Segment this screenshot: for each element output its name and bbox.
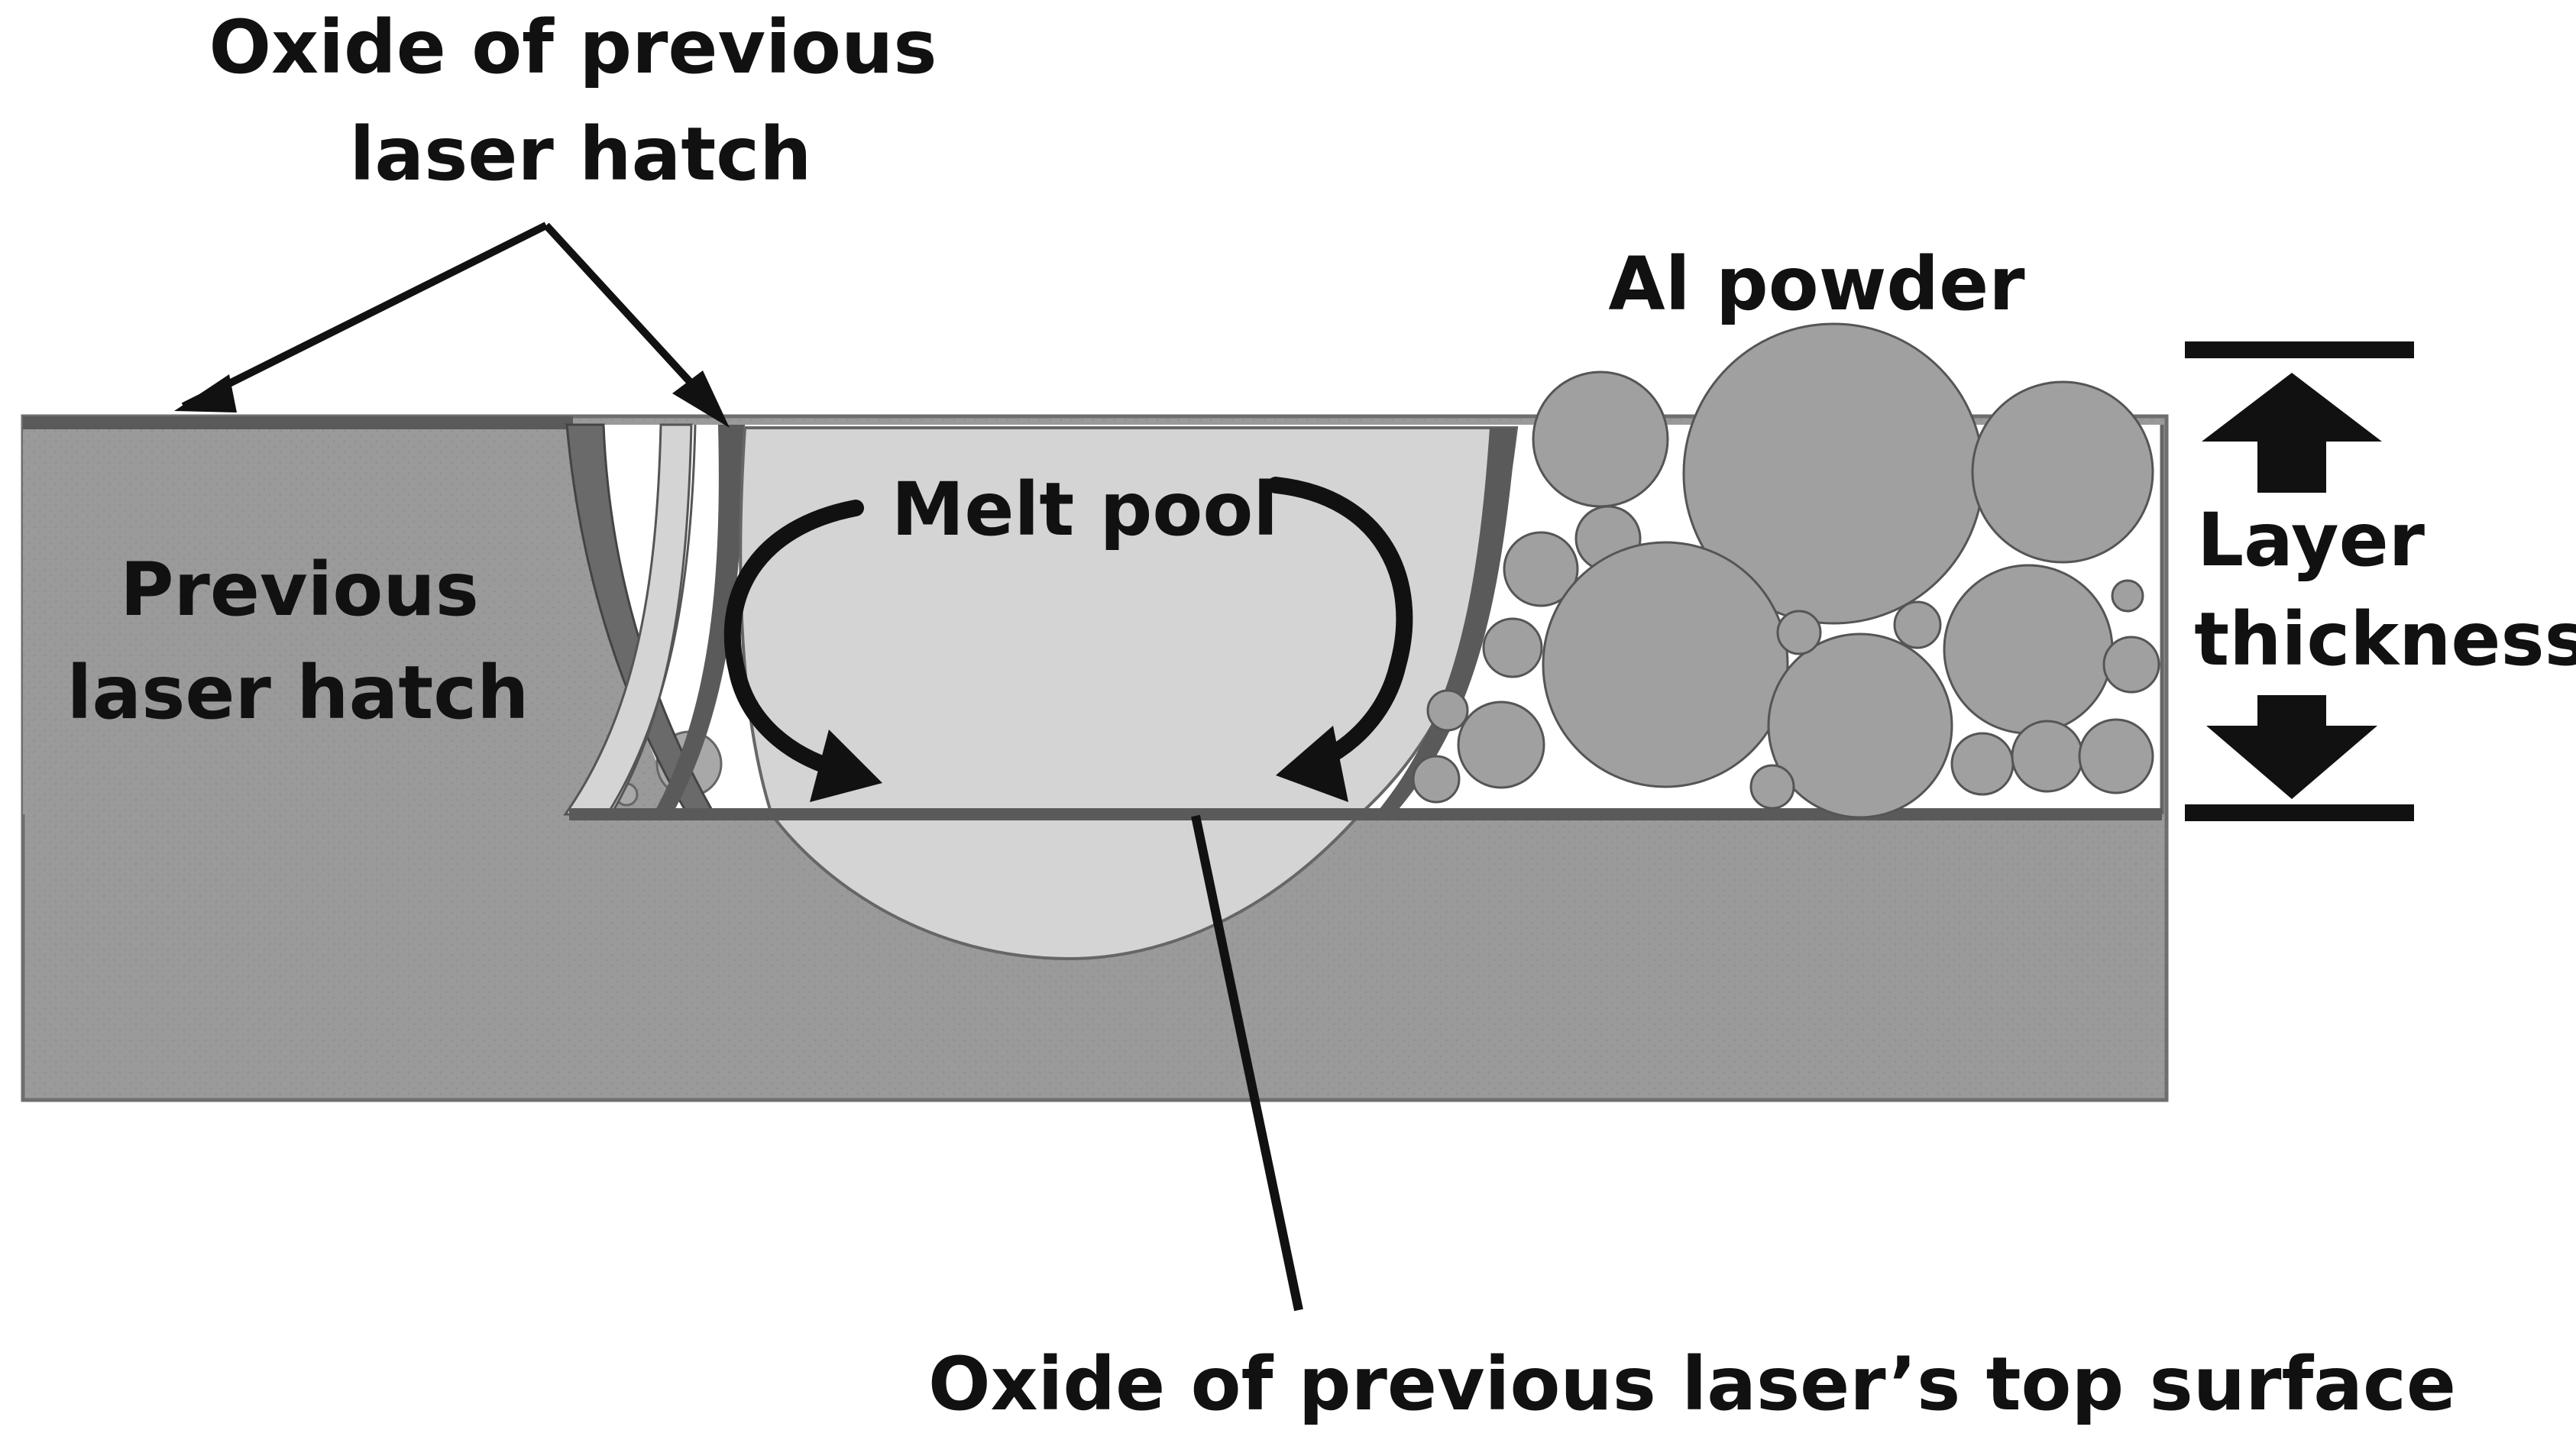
powder-particle bbox=[2011, 720, 2084, 793]
powder-particle bbox=[1749, 764, 1795, 810]
arrow-down-icon bbox=[2206, 695, 2377, 799]
powder-particle bbox=[1776, 610, 1822, 655]
oxide-previous-hatch-top bbox=[23, 416, 573, 429]
al-powder-particles bbox=[1412, 322, 2160, 819]
oxide-top-surface-layer bbox=[569, 808, 2162, 820]
powder-particle bbox=[2078, 718, 2154, 794]
powder-particle bbox=[1542, 541, 1789, 788]
arrow-up-icon bbox=[2202, 373, 2382, 493]
melt-pool-label: Melt pool bbox=[892, 467, 1278, 552]
previous-hatch-label-line1: Previous bbox=[120, 547, 479, 633]
layer-thickness-label-line1: Layer bbox=[2197, 497, 2426, 583]
oxide-hatch-label-line1: Oxide of previous bbox=[209, 5, 937, 90]
previous-laser-hatch bbox=[23, 419, 680, 814]
previous-hatch-label-line2: laser hatch bbox=[67, 650, 529, 736]
left-flow-arrow bbox=[723, 500, 864, 776]
powder-particle bbox=[1412, 755, 1461, 804]
oxide-hatch-pointers bbox=[174, 222, 730, 428]
powder-particle bbox=[1457, 700, 1545, 789]
powder-particle bbox=[1503, 531, 1579, 607]
text-labels: Oxide of previous laser hatch Al powder … bbox=[67, 5, 2576, 1427]
powder-particle bbox=[1950, 732, 2015, 796]
powder-particle bbox=[1482, 617, 1543, 678]
layer-thickness-label-line2: thickness bbox=[2194, 597, 2576, 682]
powder-particle bbox=[1426, 689, 1469, 732]
powder-particle bbox=[1893, 600, 1942, 649]
melt-pool-flow-arrows bbox=[723, 477, 1413, 776]
powder-particle bbox=[1532, 370, 1669, 508]
al-powder-label: Al powder bbox=[1608, 241, 2025, 327]
left-flow-arrowhead bbox=[810, 730, 882, 802]
powder-particle bbox=[1943, 564, 2114, 735]
right-flow-arrow bbox=[1267, 477, 1413, 768]
layer-thickness-indicator bbox=[2185, 341, 2414, 821]
powder-particle bbox=[2102, 636, 2160, 694]
oxide-hatch-label-line2: laser hatch bbox=[350, 112, 812, 197]
melt-pool-flow-arrowheads bbox=[810, 726, 1348, 802]
powder-particle bbox=[1971, 380, 2154, 564]
oxide-top-surface-label: Oxide of previous laser’s top surface bbox=[928, 1341, 2456, 1427]
oxide-top-surface-pointer bbox=[1191, 814, 1303, 1312]
powder-particle bbox=[1767, 633, 1953, 819]
powder-particle bbox=[2111, 579, 2144, 613]
right-flow-arrowhead bbox=[1276, 726, 1348, 802]
